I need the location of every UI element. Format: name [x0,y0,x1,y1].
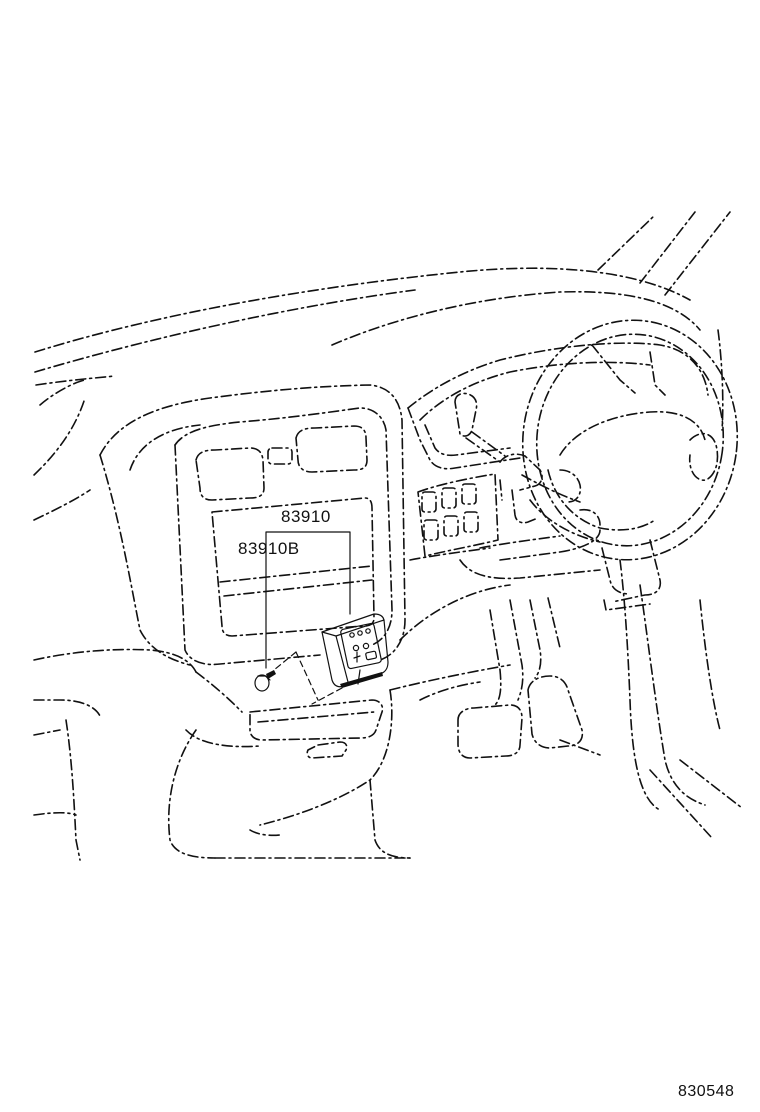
install-guide-lines [273,651,343,705]
column-shift [499,453,543,524]
lower-dash-right [389,529,601,701]
a-pillar [597,211,731,296]
dashboard-top [33,267,701,521]
center-console-panel [99,384,406,666]
part-label-83910b: 83910B [238,539,300,558]
figure-number: 830548 [678,1083,735,1100]
instrument-cluster [407,342,709,470]
part-label-83910: 83910 [281,507,331,526]
lower-console [167,689,411,859]
leader-lines [265,531,351,669]
switch-bank [409,473,499,561]
center-vents [195,425,368,501]
left-panel [33,648,243,861]
screw-clip-part [254,670,276,692]
mirror-switch-part [321,613,389,688]
pedals [457,597,584,759]
combination-switch [454,392,506,463]
floor-lines [559,329,743,839]
steering-wheel [521,319,739,611]
